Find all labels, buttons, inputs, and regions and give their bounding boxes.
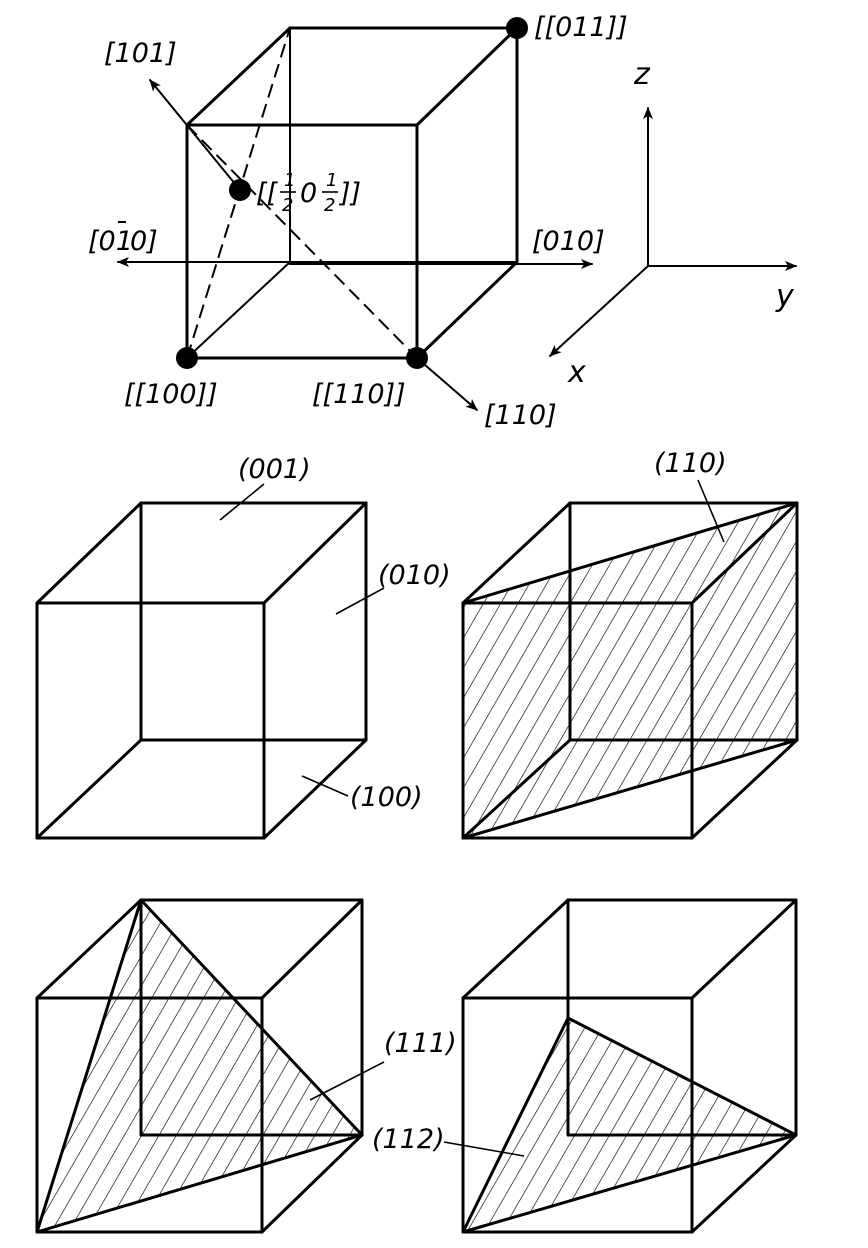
cube-edge [690,738,799,840]
label-half-num1: 1 [284,170,295,191]
cube-back-face [140,502,367,741]
point-011 [506,17,528,39]
cube-edge [262,501,368,605]
label-direction-101: [101] [104,38,177,69]
cube-edge [415,26,519,127]
cube-edge [690,501,799,605]
label-plane-010: (010) [378,560,451,591]
cube-front-face [35,601,266,840]
plane-111-outline [35,898,364,1234]
cube-plane-110 [461,479,799,840]
label-half-den1: 2 [282,195,293,216]
axis-x [549,265,649,357]
direction-cube [117,17,593,411]
label-half-open: [[ [256,178,279,209]
label-direction-110: [110] [484,400,557,431]
cube-plane-112 [443,898,798,1234]
cube-edge [690,898,798,1000]
axis-label-z: z [633,57,651,92]
label-half-mid: 0 [300,178,317,209]
cube-edge [260,898,364,1000]
label-half-num2: 1 [326,170,337,191]
point-100 [176,347,198,369]
cube-edge [415,260,519,360]
cube-edge [260,1133,364,1234]
label-plane-110: (110) [654,448,727,479]
label-point-100: [[100]] [124,379,218,410]
cube-plane-111 [35,898,385,1234]
dashed-diagonal [186,124,418,359]
label-0-bar1-0-tail: 0] [130,226,158,257]
label-half-den2: 2 [324,195,335,216]
direction-arrow-110 [416,357,478,411]
label-direction-010: [010] [532,226,605,257]
label-plane-112: (112) [372,1124,445,1155]
cube-edge [461,501,572,605]
plane-112-outline [461,1016,798,1234]
point-110 [406,347,428,369]
label-half-close: ]] [338,178,361,209]
cube-edge [185,26,292,127]
label-point-011: [[011]] [534,12,628,43]
axis-label-y: y [775,279,795,314]
cube-edge [461,738,572,840]
label-direction-0-bar1-0: [01 0] [88,221,158,257]
plane-110-outline [461,501,799,840]
leader-110 [697,479,725,543]
point-half-0-half [229,179,251,201]
label-plane-001: (001) [238,454,311,485]
label-point-110: [[110]] [312,379,406,410]
leader-111 [309,1061,385,1101]
label-point-half-0-half: [[ 1 2 0 1 2 ]] [256,170,361,216]
leader-001 [219,483,265,521]
cube-edge [35,898,143,1000]
cube-edge [461,898,570,1000]
label-plane-111: (111) [384,1028,457,1059]
axis-label-x: x [567,355,586,390]
label-plane-100: (100) [350,782,423,813]
leader-100 [301,775,349,797]
cube-edge [35,738,143,840]
leader-112 [443,1141,525,1157]
direction-arrow-101 [149,79,241,191]
cube-edge [35,501,143,605]
coordinate-axes [549,107,797,357]
label-0-bar1-0-main: [01 [88,226,133,257]
cube-edge [262,738,368,840]
leader-010 [335,587,385,615]
cube-edge [690,1133,798,1234]
cube-hidden-edge [186,261,291,359]
cube-faces-001-010-100 [35,483,385,840]
